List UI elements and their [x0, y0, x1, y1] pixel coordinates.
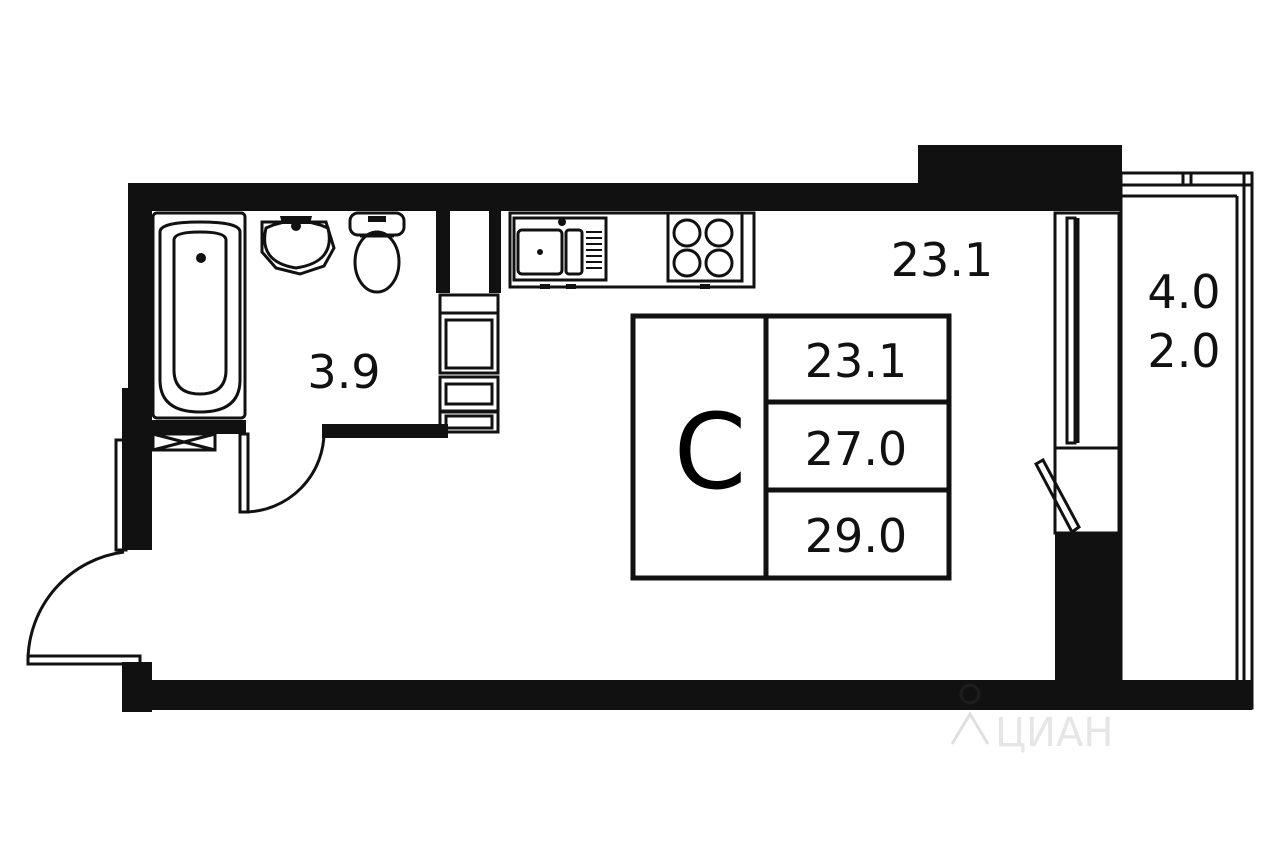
apartment-type-letter: C — [674, 391, 747, 513]
top-wall-column — [918, 145, 1122, 211]
top-wall — [128, 183, 928, 211]
bathroom-door — [238, 429, 326, 514]
bath-partition-right — [322, 424, 448, 438]
drainboard — [586, 231, 602, 269]
balcony — [1119, 171, 1254, 710]
balcony-door — [1033, 211, 1121, 535]
vent-box — [151, 432, 217, 452]
cooktop — [666, 211, 744, 289]
watermark: ЦИАН — [950, 683, 1113, 756]
drain-icon — [196, 253, 206, 263]
sink — [260, 216, 336, 276]
kitchen-counter — [508, 211, 756, 289]
location-pin-icon — [950, 683, 990, 745]
living-area-value: 23.1 — [805, 334, 907, 388]
total-with-balcony-value: 29.0 — [805, 509, 907, 563]
entrance-door — [26, 438, 142, 666]
main-room-area-label: 23.1 — [891, 233, 993, 287]
kitchen-partition — [489, 211, 501, 293]
bath-partition-vertical — [436, 211, 450, 293]
bathtub — [151, 211, 247, 420]
right-wall-lower — [1055, 533, 1121, 683]
toilet — [348, 211, 406, 294]
watermark-text: ЦИАН — [995, 710, 1113, 756]
walls — [122, 145, 1252, 712]
bottom-wall — [122, 680, 1252, 710]
balcony-area-full-label: 4.0 — [1147, 265, 1220, 319]
bathroom-area-label: 3.9 — [307, 345, 380, 399]
bath-wall-bottom — [148, 420, 246, 434]
shaft-cabinets — [438, 293, 500, 434]
area-summary-table: C 23.1 27.0 29.0 — [630, 313, 952, 581]
balcony-area-reduced-label: 2.0 — [1147, 324, 1220, 378]
kitchen-sink — [512, 216, 608, 289]
total-area-value: 27.0 — [805, 422, 907, 476]
